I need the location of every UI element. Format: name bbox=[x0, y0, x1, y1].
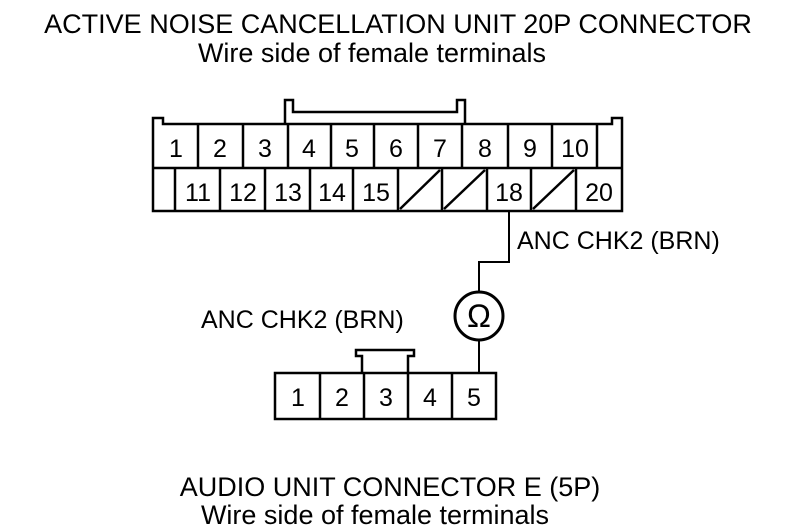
e-pin-3: 3 bbox=[379, 384, 393, 412]
empty-cavity-19 bbox=[532, 169, 575, 210]
pin-20: 20 bbox=[585, 179, 613, 207]
pin-12: 12 bbox=[229, 179, 257, 207]
pin-15: 15 bbox=[362, 179, 390, 207]
empty-cavity-16 bbox=[399, 169, 441, 210]
pin-2: 2 bbox=[213, 135, 227, 163]
audio-5p-connector bbox=[273, 348, 498, 421]
wire-label-top: ANC CHK2 (BRN) bbox=[517, 227, 720, 255]
ohmmeter-icon: Ω bbox=[467, 298, 491, 334]
audio-connector-pins: 1 2 3 4 5 bbox=[291, 384, 481, 412]
pin-3: 3 bbox=[258, 135, 272, 163]
e-pin-2: 2 bbox=[335, 384, 349, 412]
e-pin-5: 5 bbox=[467, 384, 481, 412]
bottom-connector-title: AUDIO UNIT CONNECTOR E (5P) bbox=[180, 472, 601, 502]
empty-cavity-17 bbox=[443, 169, 486, 210]
bottom-connector-subtitle: Wire side of female terminals bbox=[201, 500, 549, 530]
pin-11: 11 bbox=[185, 179, 211, 207]
wire-label-bottom: ANC CHK2 (BRN) bbox=[201, 306, 404, 334]
pin-18: 18 bbox=[495, 179, 523, 207]
pin-14: 14 bbox=[318, 179, 346, 207]
wire-pin18-to-meter bbox=[478, 211, 510, 292]
pin-10: 10 bbox=[561, 135, 589, 163]
e-pin-4: 4 bbox=[423, 384, 437, 412]
pin-1: 1 bbox=[169, 135, 183, 163]
top-connector-title: ACTIVE NOISE CANCELLATION UNIT 20P CONNE… bbox=[44, 9, 752, 39]
anc-20p-connector bbox=[151, 98, 624, 213]
pin-8: 8 bbox=[478, 135, 492, 163]
pin-13: 13 bbox=[274, 179, 302, 207]
e-pin-1: 1 bbox=[291, 384, 305, 412]
pin-6: 6 bbox=[389, 135, 403, 163]
test-wiring bbox=[453, 211, 510, 373]
pin-9: 9 bbox=[523, 135, 537, 163]
bottom-row-pins: 11 12 13 14 15 18 20 bbox=[185, 179, 613, 207]
top-row-pins: 1 2 3 4 5 6 7 8 9 10 bbox=[169, 135, 589, 163]
pin-4: 4 bbox=[302, 135, 316, 163]
pin-5: 5 bbox=[345, 135, 359, 163]
top-connector-subtitle: Wire side of female terminals bbox=[198, 38, 546, 68]
pin-7: 7 bbox=[433, 135, 447, 163]
